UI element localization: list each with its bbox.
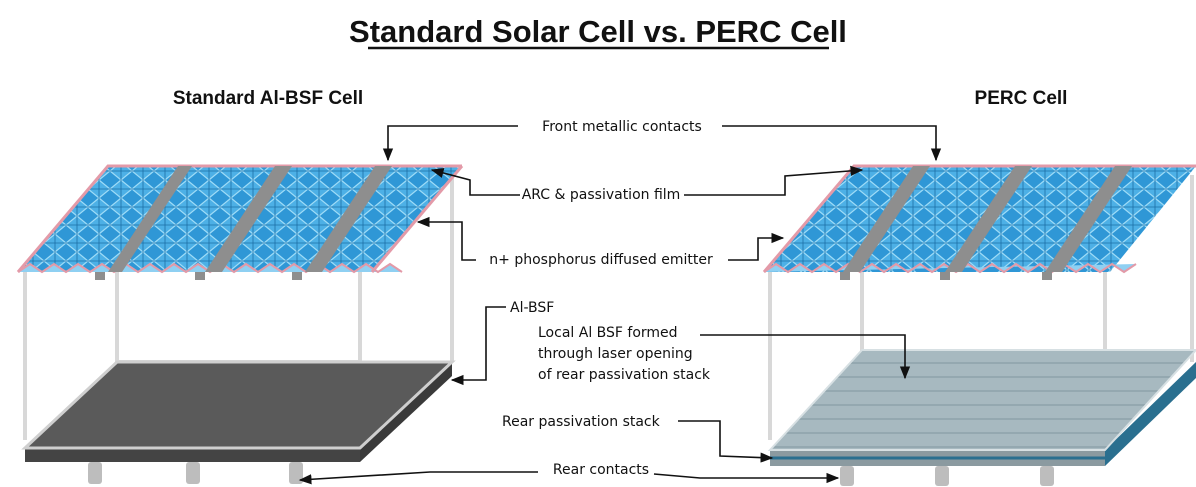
label-local-bsf-line1: Local Al BSF formed	[538, 325, 678, 341]
label-local-bsf-line3: of rear passivation stack	[538, 367, 711, 383]
leader-arc-right	[684, 165, 864, 196]
label-rear-passivation-stack: Rear passivation stack	[502, 414, 661, 430]
left-finger-1	[108, 166, 192, 272]
leader-local-bsf	[700, 334, 911, 380]
leader-front-contacts-right	[722, 125, 942, 162]
leader-rear-passivation	[678, 420, 774, 463]
right-cell-heading: PERC Cell	[975, 88, 1068, 109]
leader-rear-contacts-right	[653, 472, 840, 484]
label-front-metallic-contacts: Front metallic contacts	[542, 119, 702, 135]
label-n-plus-emitter: n+ phosphorus diffused emitter	[489, 252, 713, 268]
left-finger-2	[205, 166, 292, 272]
label-rear-contacts: Rear contacts	[553, 462, 649, 478]
left-al-bsf-plate	[21, 360, 456, 462]
label-arc-passivation-film: ARC & passivation film	[522, 187, 681, 203]
label-local-bsf-line2: through laser opening	[538, 346, 693, 362]
right-finger-1	[843, 166, 930, 272]
right-frame	[768, 175, 1194, 440]
leader-rear-contacts-left	[298, 471, 538, 485]
left-textured-front-surface	[16, 164, 464, 280]
page-title: Standard Solar Cell vs. PERC Cell	[349, 14, 847, 49]
right-finger-3	[1045, 166, 1132, 272]
leader-front-contacts-left	[382, 125, 518, 162]
left-rear-contacts	[88, 462, 303, 484]
right-finger-2	[945, 166, 1032, 272]
leader-arc-left	[430, 167, 520, 196]
left-cell-heading: Standard Al-BSF Cell	[173, 88, 363, 109]
left-finger-3	[305, 166, 392, 272]
perc-cell-illustration	[762, 164, 1196, 486]
right-rear-passivation-stack	[767, 349, 1196, 466]
leader-emitter-right	[728, 232, 785, 261]
leader-emitter-left	[416, 216, 476, 261]
right-textured-front-surface	[762, 164, 1196, 280]
leader-al-bsf	[450, 306, 506, 386]
standard-cell-illustration	[16, 164, 464, 484]
right-rear-contacts	[840, 466, 1054, 486]
label-al-bsf: Al-BSF	[510, 300, 554, 316]
